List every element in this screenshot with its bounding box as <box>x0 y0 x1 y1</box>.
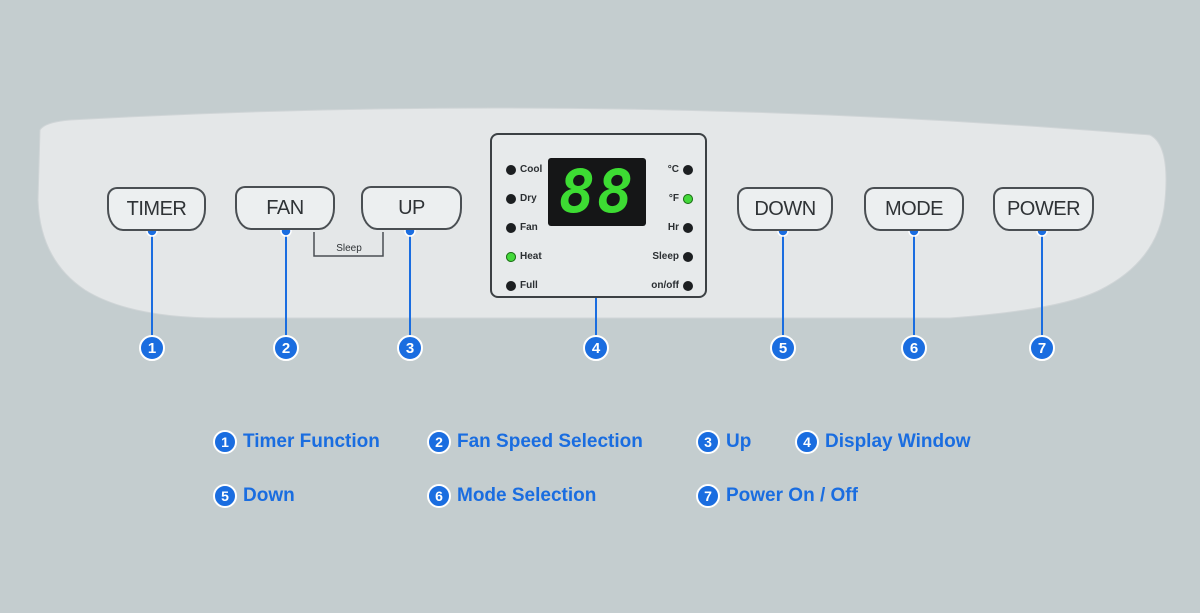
callout-1: 1 <box>139 335 165 361</box>
legend-badge-4: 4 <box>795 430 819 454</box>
indicator-dry-label: Dry <box>520 193 537 204</box>
callout-3: 3 <box>397 335 423 361</box>
display-window: Cool Dry Fan Heat Full 88 °C °F Hr Sleep… <box>490 133 707 298</box>
indicator-fan-label: Fan <box>520 222 538 233</box>
indicator-hour-led <box>683 222 693 233</box>
indicator-celsius-label: °C <box>667 164 679 175</box>
indicator-cool: Cool <box>506 164 542 175</box>
legend-text-7: Power On / Off <box>726 485 858 506</box>
sleep-bracket-label: Sleep <box>336 243 362 254</box>
digit-display: 88 <box>548 158 646 226</box>
indicator-fahrenheit: °F <box>669 193 693 204</box>
indicator-full-label: Full <box>520 280 538 291</box>
legend-item-2: 2 Fan Speed Selection <box>427 430 643 454</box>
legend-text-6: Mode Selection <box>457 485 597 506</box>
up-button[interactable]: UP <box>361 186 462 230</box>
fan-button[interactable]: FAN <box>235 186 335 230</box>
legend-item-1: 1 Timer Function <box>213 430 380 454</box>
callout-2: 2 <box>273 335 299 361</box>
timer-button[interactable]: TIMER <box>107 187 206 231</box>
indicator-sleep: Sleep <box>652 251 693 262</box>
legend-text-3: Up <box>726 431 752 452</box>
indicator-fahrenheit-led <box>683 193 693 204</box>
indicator-heat-label: Heat <box>520 251 542 262</box>
legend-badge-3: 3 <box>696 430 720 454</box>
indicator-celsius-led <box>683 164 693 175</box>
indicator-celsius: °C <box>668 164 693 175</box>
legend-badge-7: 7 <box>696 484 720 508</box>
indicator-sleep-led <box>683 251 693 262</box>
digit-readout: 88 <box>558 157 636 227</box>
indicator-on-off-label: on/off <box>651 280 679 291</box>
indicator-fan-led <box>506 222 516 233</box>
sleep-bracket <box>313 232 384 257</box>
callout-5: 5 <box>770 335 796 361</box>
indicator-full: Full <box>506 280 538 291</box>
legend-text-2: Fan Speed Selection <box>457 431 643 452</box>
legend-badge-1: 1 <box>213 430 237 454</box>
legend-badge-5: 5 <box>213 484 237 508</box>
callout-4: 4 <box>583 335 609 361</box>
indicator-heat: Heat <box>506 251 542 262</box>
indicator-fahrenheit-label: °F <box>668 193 679 204</box>
indicator-hour-label: Hr <box>667 222 679 233</box>
power-button[interactable]: POWER <box>993 187 1094 231</box>
indicator-full-led <box>506 280 516 291</box>
indicator-dry: Dry <box>506 193 537 204</box>
legend-badge-6: 6 <box>427 484 451 508</box>
indicator-fan: Fan <box>506 222 538 233</box>
legend-item-4: 4 Display Window <box>795 430 971 454</box>
legend-item-3: 3 Up <box>696 430 751 454</box>
down-button[interactable]: DOWN <box>737 187 833 231</box>
callout-6: 6 <box>901 335 927 361</box>
indicator-cool-led <box>506 164 516 175</box>
leader-lines <box>151 230 1043 336</box>
legend-text-4: Display Window <box>825 431 971 452</box>
indicator-on-off-led <box>683 280 693 291</box>
legend-text-1: Timer Function <box>243 431 380 452</box>
legend-badge-2: 2 <box>427 430 451 454</box>
indicator-on-off: on/off <box>651 280 693 291</box>
legend-item-7: 7 Power On / Off <box>696 484 858 508</box>
legend-item-5: 5 Down <box>213 484 295 508</box>
mode-button[interactable]: MODE <box>864 187 964 231</box>
indicator-cool-label: Cool <box>520 164 543 175</box>
indicator-sleep-label: Sleep <box>652 251 679 262</box>
indicator-hour: Hr <box>668 222 693 233</box>
indicator-dry-led <box>506 193 516 204</box>
legend-item-6: 6 Mode Selection <box>427 484 596 508</box>
callout-7: 7 <box>1029 335 1055 361</box>
indicator-heat-led <box>506 251 516 262</box>
legend-text-5: Down <box>243 485 295 506</box>
